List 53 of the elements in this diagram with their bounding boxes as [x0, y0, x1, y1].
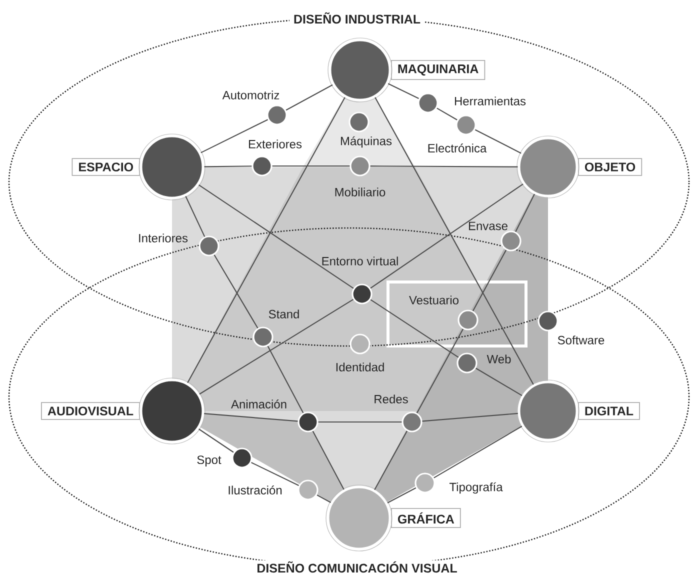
node-label: Animación [231, 400, 286, 408]
connector-line [251, 462, 299, 486]
connector-line [185, 196, 206, 237]
node-label: ESPACIO [79, 162, 134, 172]
connector-line [436, 108, 458, 120]
connector-line [374, 430, 408, 490]
connector-line [199, 298, 354, 395]
connector-line [388, 83, 419, 99]
node-label: OBJETO [584, 162, 636, 172]
connector-line [474, 129, 522, 154]
node-label: Web [486, 354, 511, 364]
node-label: Exteriores [248, 140, 302, 148]
connector-line [434, 426, 522, 478]
node-label: DIGITAL [585, 406, 634, 416]
connector-line [370, 299, 459, 358]
node-label: Ilustración [228, 486, 282, 494]
connector-line [267, 346, 304, 414]
connector-line [422, 412, 518, 422]
connector-line [515, 194, 535, 232]
connector-line [387, 487, 416, 504]
connector-line [416, 328, 464, 414]
node-label: Máquinas [340, 136, 392, 148]
node-label: GRÁFICA [398, 512, 454, 524]
node-label: AUDIOVISUAL [48, 406, 134, 416]
connector-line [312, 430, 344, 490]
node-label: Redes [374, 394, 408, 404]
connector-line [204, 166, 252, 168]
node-label: Stand [268, 310, 299, 318]
connector-line [370, 166, 518, 168]
node-label: Identidad [336, 362, 384, 372]
connector-line [318, 421, 402, 423]
node-label: Software [558, 336, 604, 344]
connector-line [198, 184, 354, 289]
connector-line [374, 97, 534, 385]
connector-line [187, 97, 346, 384]
connector-line [198, 428, 234, 453]
connector-line [286, 84, 333, 111]
connector-line [272, 165, 350, 167]
node-label: Spot [197, 456, 222, 466]
node-label: Electrónica [428, 144, 487, 152]
node-label: Vestuario [409, 296, 459, 304]
connector-line [200, 119, 268, 154]
connector-line [214, 254, 258, 328]
connector-line [472, 250, 507, 312]
node-label: Interiores [139, 234, 188, 242]
node-label: Automotriz [222, 90, 280, 100]
node-label: MAQUINARIA [398, 64, 478, 76]
connector-line [476, 368, 522, 396]
connector-line [204, 413, 298, 422]
connector-line [370, 184, 524, 289]
connector-line [316, 494, 331, 503]
node-label: Mobiliario [335, 188, 386, 196]
node-label: Entorno virtual [322, 256, 398, 266]
